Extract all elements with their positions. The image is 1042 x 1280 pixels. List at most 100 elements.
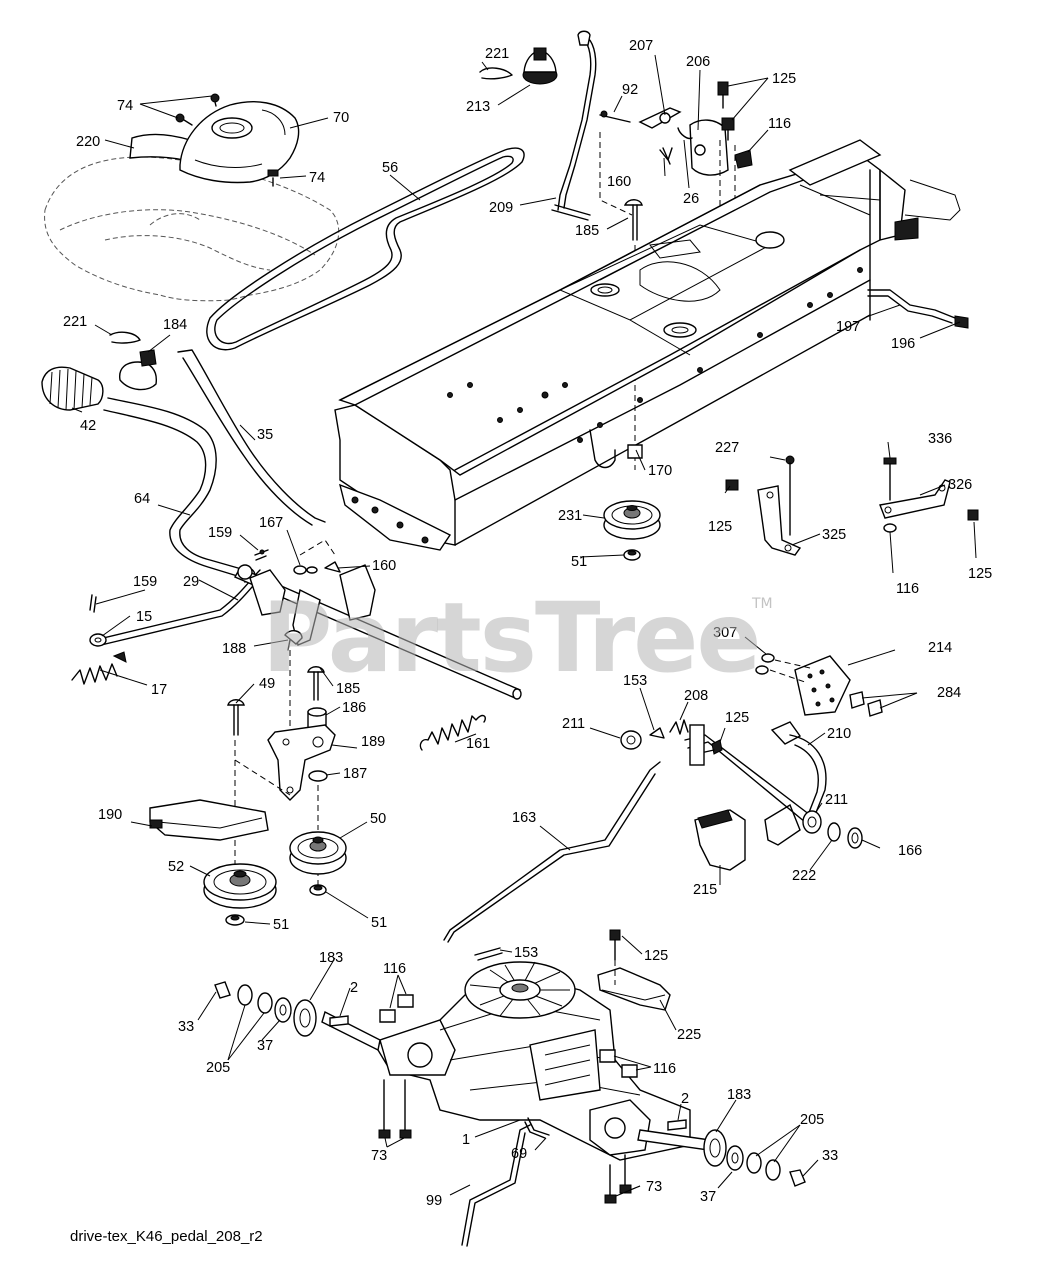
callout-125-bracket: 125 xyxy=(708,519,732,535)
seat-outline xyxy=(44,156,340,302)
keys-part-2 xyxy=(329,1015,687,1131)
bolt-part-125-pedal xyxy=(704,739,723,755)
pedal-part-215 xyxy=(694,809,746,871)
callout-51-right: 51 xyxy=(571,554,587,570)
callout-74-top: 74 xyxy=(117,98,133,114)
washer-part-15 xyxy=(89,633,107,647)
callout-214: 214 xyxy=(928,640,952,656)
clip-part-159-left xyxy=(89,594,97,613)
fan-bracket-part-225 xyxy=(597,967,671,1011)
washer-part-222 xyxy=(827,822,841,842)
pulleys-part-183 xyxy=(293,999,727,1167)
nuts-part-116-transaxle xyxy=(379,994,638,1078)
callout-209: 209 xyxy=(489,200,513,216)
callout-221-left: 221 xyxy=(63,314,87,330)
bolt-part-185-mid xyxy=(307,666,325,701)
dashed-guide-lines-idler xyxy=(234,650,319,885)
lift-lever-part-209 xyxy=(551,30,597,221)
callout-17: 17 xyxy=(151,682,167,698)
callout-159-left: 159 xyxy=(133,574,157,590)
callout-336: 336 xyxy=(928,431,952,447)
nut-part-51-left xyxy=(225,914,245,926)
pulley-part-52 xyxy=(203,863,277,909)
callout-210: 210 xyxy=(827,726,851,742)
callout-125-bracket-right: 125 xyxy=(968,566,992,582)
spring-part-161 xyxy=(419,714,486,751)
callout-190: 190 xyxy=(98,807,122,823)
callout-184: 184 xyxy=(163,317,187,333)
rod-part-163 xyxy=(443,761,661,943)
rear-bracket-part-197 xyxy=(867,289,969,329)
callout-160-top: 160 xyxy=(607,174,631,190)
clip-part-221-left xyxy=(109,331,141,344)
callout-52: 52 xyxy=(168,859,184,875)
callout-116-bracket: 116 xyxy=(896,581,919,597)
callout-51-mid: 51 xyxy=(371,915,387,931)
cross-shaft xyxy=(234,564,522,700)
callout-183-left: 183 xyxy=(319,950,343,966)
callout-222: 222 xyxy=(792,868,816,884)
callout-33-left: 33 xyxy=(178,1019,194,1035)
callout-188: 188 xyxy=(222,641,246,657)
bolt-part-185-top xyxy=(623,199,643,241)
callout-211-right: 211 xyxy=(825,792,848,808)
clips-part-33 xyxy=(214,981,806,1187)
callout-1: 1 xyxy=(462,1132,470,1148)
clip-part-221-top xyxy=(479,67,513,80)
spring-rod-170 xyxy=(589,429,643,469)
callout-227: 227 xyxy=(715,440,739,456)
callout-92: 92 xyxy=(622,82,638,98)
callout-26: 26 xyxy=(683,191,699,207)
callout-325: 325 xyxy=(822,527,846,543)
callout-160-mid: 160 xyxy=(372,558,396,574)
callout-170: 170 xyxy=(648,463,672,479)
bolt-part-49 xyxy=(227,699,245,736)
spacer-part-186 xyxy=(307,707,327,729)
pivot-shaft-part-29 xyxy=(94,566,263,647)
spring-part-17 xyxy=(71,651,127,685)
nut-part-51-mid xyxy=(309,884,327,896)
callout-163: 163 xyxy=(512,810,536,826)
callout-307: 307 xyxy=(713,625,737,641)
callout-205-right: 205 xyxy=(800,1112,824,1128)
callout-125-transaxle: 125 xyxy=(644,948,668,964)
screws-part-74 xyxy=(175,93,279,187)
callout-50: 50 xyxy=(370,811,386,827)
spring-part-208 xyxy=(669,719,689,735)
callout-116-top: 116 xyxy=(768,116,791,132)
ring-part-166 xyxy=(847,827,863,849)
bushing-part-211-left xyxy=(620,730,642,750)
idler-arm-part-189 xyxy=(267,724,336,801)
callout-15: 15 xyxy=(136,609,152,625)
callout-2-right: 2 xyxy=(681,1091,689,1107)
leader-lines xyxy=(71,54,977,1197)
washers-part-205 xyxy=(237,984,781,1181)
pedal-pad-part-214 xyxy=(794,655,851,716)
callout-64: 64 xyxy=(134,491,150,507)
callout-35: 35 xyxy=(257,427,273,443)
bolt-part-125-transaxle xyxy=(609,929,621,985)
pedestal-cover-part-70 xyxy=(179,101,300,184)
bracket-part-190 xyxy=(149,799,269,841)
callout-284: 284 xyxy=(937,685,961,701)
callout-37-left: 37 xyxy=(257,1038,273,1054)
callout-213: 213 xyxy=(466,99,490,115)
callout-205-left: 205 xyxy=(206,1060,230,1076)
transaxle-part-1 xyxy=(373,961,691,1161)
callout-231: 231 xyxy=(558,508,582,524)
callout-125-pedal: 125 xyxy=(725,710,749,726)
bracket-part-207 xyxy=(599,107,682,129)
callout-33-right: 33 xyxy=(822,1148,838,1164)
callout-159-top: 159 xyxy=(208,525,232,541)
callout-70: 70 xyxy=(333,110,349,126)
callout-37-right: 37 xyxy=(700,1189,716,1205)
grip-part-42 xyxy=(41,366,104,411)
callout-189: 189 xyxy=(361,734,385,750)
callout-185-mid: 185 xyxy=(336,681,360,697)
bracket-part-206 xyxy=(677,81,753,176)
callout-42: 42 xyxy=(80,418,96,434)
rod-part-35 xyxy=(177,349,326,526)
callout-208: 208 xyxy=(684,688,708,704)
callout-56: 56 xyxy=(382,160,398,176)
